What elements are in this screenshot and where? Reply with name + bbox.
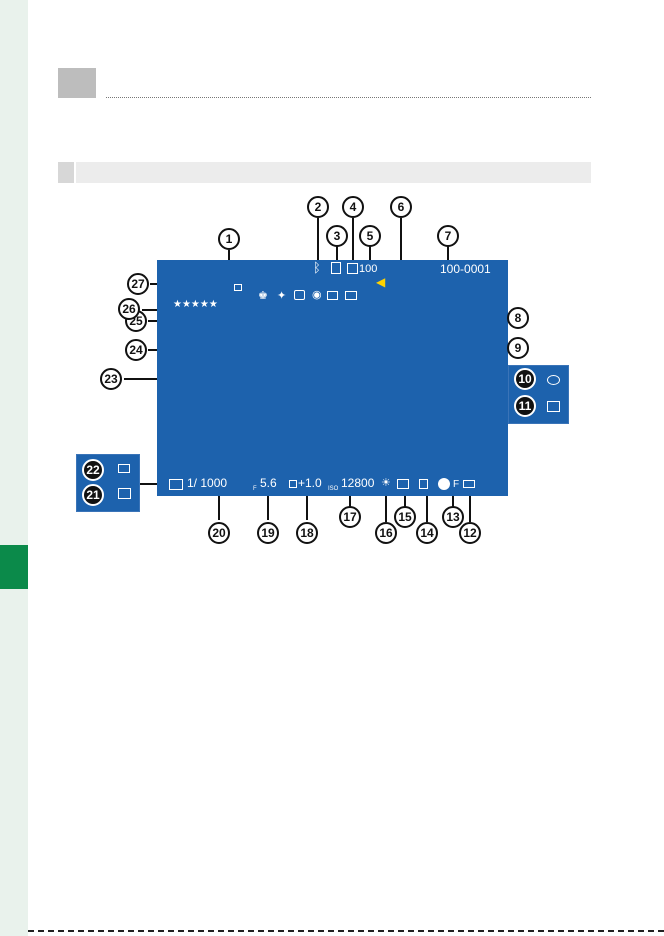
callout-23: 23: [100, 368, 122, 390]
callout-22: 22: [82, 459, 104, 481]
callout-18: 18: [296, 522, 318, 544]
callout-10: 10: [514, 368, 536, 390]
image-size-icon: [438, 478, 450, 490]
page-bottom-rule: [28, 930, 664, 932]
callout-27: 27: [127, 273, 149, 295]
card-slot-icon: [347, 263, 358, 274]
transfer-icon: [331, 262, 341, 274]
callout-11: 11: [514, 395, 536, 417]
chapter-tab: [0, 545, 28, 589]
iso-value: 12800: [341, 477, 374, 490]
callout-8: 8: [507, 307, 529, 329]
gift-icon: ✦: [277, 290, 286, 302]
callout-15: 15: [394, 506, 416, 528]
face-detection-icon: [294, 290, 305, 300]
playback-icon: [118, 488, 131, 499]
frames-remaining: 100: [359, 263, 377, 276]
exposure-comp-icon: [289, 480, 297, 488]
playback-icon: [169, 479, 183, 490]
dynamic-range-icon: [419, 479, 428, 489]
rating-stars: ★★★★★: [173, 298, 218, 311]
callout-14: 14: [416, 522, 438, 544]
aperture-value: 5.6: [260, 477, 277, 490]
exposure-comp-value: +1.0: [298, 477, 322, 490]
photobook-icon: ♚: [258, 290, 268, 302]
film-simulation-icon: [397, 479, 409, 489]
heading-dotted-rule: [106, 97, 591, 98]
image-quality: F: [453, 478, 459, 491]
camera-playback-screen: ᛒ 100 100-0001 ◀ ★★★★★ ♚ ✦ ◉ 1/ 1000 F 5…: [157, 260, 508, 496]
print-order-icon: [234, 284, 242, 291]
aperture-prefix: F: [253, 483, 257, 496]
hdr-icon: [547, 401, 560, 412]
bluetooth-icon: ᛒ: [313, 262, 321, 274]
protect-icon: [345, 291, 357, 300]
battery-icon: [463, 480, 475, 488]
subheading-bar: [58, 162, 591, 183]
movie-icon: [118, 464, 130, 473]
callout-9: 9: [507, 337, 529, 359]
callout-24: 24: [125, 339, 147, 361]
callout-13: 13: [442, 506, 464, 528]
callout-12: 12: [459, 522, 481, 544]
callout-17: 17: [339, 506, 361, 528]
callout-21: 21: [82, 484, 104, 506]
callout-2: 2: [307, 196, 329, 218]
edited-icon: [327, 291, 338, 300]
callout-3: 3: [326, 225, 348, 247]
iso-prefix: ISO: [328, 483, 338, 496]
side-strip: [0, 0, 28, 936]
callout-4: 4: [342, 196, 364, 218]
callout-20: 20: [208, 522, 230, 544]
white-balance-icon: ☀: [381, 477, 391, 489]
callout-7: 7: [437, 225, 459, 247]
callout-26: 26: [118, 298, 140, 320]
subheading-marker: [58, 162, 76, 183]
frame-counter: 100-0001: [440, 263, 491, 276]
heading-marker: [58, 68, 96, 98]
callout-19: 19: [257, 522, 279, 544]
shutter-speed: 1/ 1000: [187, 477, 227, 490]
red-eye-icon: [547, 375, 560, 385]
callout-5: 5: [359, 225, 381, 247]
callout-16: 16: [375, 522, 397, 544]
callout-6: 6: [390, 196, 412, 218]
volume-off-icon: ◀: [376, 276, 385, 288]
red-eye-icon: ◉: [312, 289, 322, 301]
callout-1: 1: [218, 228, 240, 250]
